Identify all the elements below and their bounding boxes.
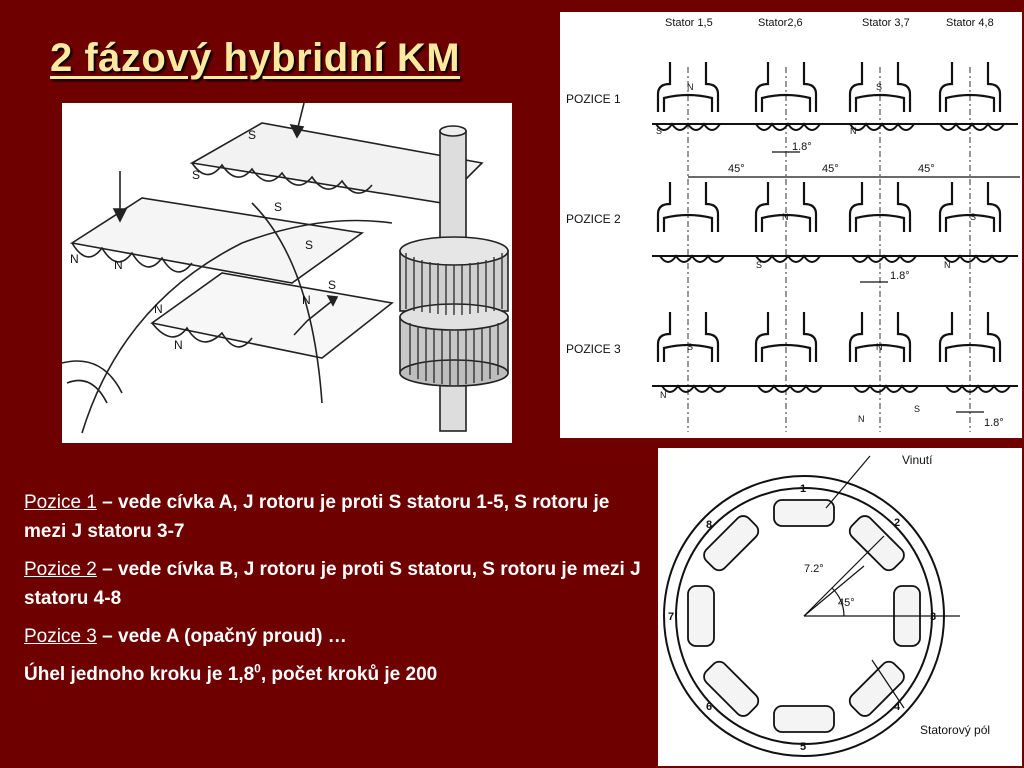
pole-number-3: 3 <box>930 611 936 623</box>
pole-number-8: 8 <box>706 519 712 531</box>
stator-header-4: Stator 4,8 <box>946 17 994 29</box>
rotor-letter-r2-2: N <box>944 260 951 270</box>
label-s-5: S <box>328 278 336 292</box>
position-3-text: – vede A (opačný proud) … <box>96 626 347 647</box>
callout-winding: Vinutí <box>902 453 933 467</box>
callout-stator-pole: Statorový pól <box>920 723 990 737</box>
label-s-3: S <box>274 200 282 214</box>
paragraph-position-1: Pozice 1 – vede cívka A, J rotoru je pro… <box>24 488 644 546</box>
row-label-1: POZICE 1 <box>566 92 621 106</box>
label-n-5: N <box>302 293 311 307</box>
angle-label-small: 7.2° <box>804 563 824 575</box>
row-label-3: POZICE 3 <box>566 342 621 356</box>
pole-letter-r2-2: S <box>970 212 976 222</box>
slide-title: 2 fázový hybridní KM <box>50 36 461 80</box>
rotor-letter-r3-1: N <box>660 390 667 400</box>
label-n-2: N <box>114 258 123 272</box>
position-3-label: Pozice 3 <box>24 626 97 647</box>
position-2-label: Pozice 2 <box>24 559 97 580</box>
stator-header-1: Stator 1,5 <box>665 17 713 29</box>
label-n-3: N <box>154 302 163 316</box>
angle-label-1: 45° <box>728 163 745 175</box>
figure-stator-positions: Stator 1,5 Stator2,6 Stator 3,7 Stator 4… <box>560 12 1022 438</box>
figure-motor-perspective: S S S S N N N N N S <box>62 103 512 443</box>
position-1-label: Pozice 1 <box>24 492 97 513</box>
step-count-text: , počet kroků je 200 <box>260 664 438 685</box>
pole-letter-r1-1: N <box>687 82 694 92</box>
position-1-text: – vede cívka A, J rotoru je proti S stat… <box>24 492 610 542</box>
pole-letter-r3-2: N <box>876 342 883 352</box>
pole-number-5: 5 <box>800 741 806 753</box>
label-s-1: S <box>192 168 200 182</box>
circle-drawing: Vinutí Statorový pól 7.2° 45° 1 2 3 4 5 … <box>663 453 990 757</box>
pole-number-2: 2 <box>894 517 900 529</box>
pole-letter-r1-2: S <box>876 82 882 92</box>
figure-stator-circle: Vinutí Statorový pól 7.2° 45° 1 2 3 4 5 … <box>658 448 1022 766</box>
paragraph-position-3: Pozice 3 – vede A (opačný proud) … <box>24 622 644 651</box>
pole-letter-r2-1: N <box>782 212 789 222</box>
stator-header-2: Stator2,6 <box>758 17 803 29</box>
label-n-4: N <box>174 338 183 352</box>
paragraph-step-angle: Úhel jednoho kroku je 1,80, počet kroků … <box>24 660 644 689</box>
angle-label-large: 45° <box>838 597 855 609</box>
step-label-2: 1.8° <box>890 270 910 282</box>
angle-label-2: 45° <box>822 163 839 175</box>
label-s-2: S <box>248 128 256 142</box>
description-text: Pozice 1 – vede cívka A, J rotoru je pro… <box>24 488 644 698</box>
rotor-letter-r3-3: S <box>914 404 920 414</box>
pole-number-7: 7 <box>668 611 674 623</box>
paragraph-position-2: Pozice 2 – vede cívka B, J rotoru je pro… <box>24 555 644 613</box>
rotor-letter-r3-2: N <box>858 414 865 424</box>
step-label-1: 1.8° <box>792 141 812 153</box>
pole-number-4: 4 <box>894 701 901 713</box>
pole-number-1: 1 <box>800 483 806 495</box>
perspective-drawing: S S S S N N N N N S <box>62 103 509 434</box>
pole-letter-r3-1: S <box>687 342 693 352</box>
row-label-2: POZICE 2 <box>566 212 621 226</box>
rotor-letter-r1-2: N <box>850 126 857 136</box>
positions-drawing: Stator 1,5 Stator2,6 Stator 3,7 Stator 4… <box>566 17 1020 432</box>
label-s-4: S <box>305 238 313 252</box>
step-label-3: 1.8° <box>984 417 1004 429</box>
angle-label-3: 45° <box>918 163 935 175</box>
label-n-1: N <box>70 252 79 266</box>
position-2-text: – vede cívka B, J rotoru je proti S stat… <box>24 559 641 609</box>
rotor-letter-r1-1: S <box>656 126 662 136</box>
step-angle-text: Úhel jednoho kroku je 1,8 <box>24 664 255 685</box>
stator-header-3: Stator 3,7 <box>862 17 910 29</box>
step-angle-superscript: 0 <box>254 661 261 676</box>
rotor-letter-r2-1: S <box>756 260 762 270</box>
pole-number-6: 6 <box>706 701 712 713</box>
